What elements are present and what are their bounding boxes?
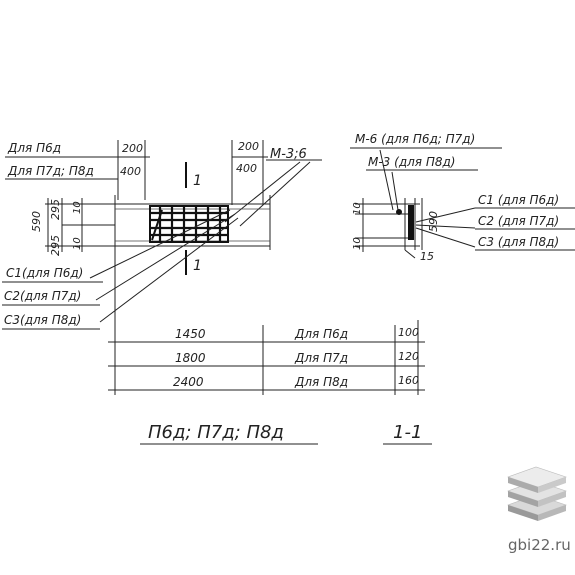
c1-label-right: С1 (для П6д): [478, 193, 559, 207]
row-for-p6d: Для П6д: [294, 327, 348, 341]
length-dimensions: 1450 1800 2400 Для П6д Для П7д Для П8д 1…: [108, 320, 425, 395]
header-notes-left: Для П6д Для П7д; П8д 200 400: [5, 140, 150, 200]
watermark-text: gbi22.ru: [508, 536, 571, 554]
dim-590-left: 590: [30, 211, 43, 232]
section-mark-bottom: 1: [193, 258, 202, 274]
slab-plan-view: 590 295 295 10 10: [30, 195, 271, 345]
end-160: 160: [398, 374, 419, 387]
length-2400: 2400: [173, 375, 204, 389]
caption-section: 1-1: [393, 422, 422, 443]
section-mark-top: 1: [193, 173, 202, 189]
dim-400-mid: 400: [236, 162, 257, 175]
c2-label-left: С2(для П7д): [4, 289, 81, 303]
length-1450: 1450: [175, 327, 206, 341]
captions: П6д; П7д; П8д 1-1: [140, 422, 432, 445]
dim-400-left: 400: [120, 165, 141, 178]
dim-590-right: 590: [427, 211, 440, 232]
c3-label-left: С3(для П8д): [4, 313, 81, 327]
dim-200-left: 200: [122, 142, 143, 155]
header-notes-middle: 200 400 М-3;6: [224, 140, 322, 227]
dim-10-top-right: 10: [352, 202, 363, 215]
caption-main: П6д; П7д; П8д: [148, 422, 284, 443]
dim-200-mid: 200: [238, 140, 259, 153]
dim-10-bottom-right: 10: [352, 237, 363, 250]
section-view: М-6 (для П6д; П7д) М-3 (для П8д) 10 10 5…: [350, 132, 575, 263]
end-100: 100: [398, 326, 419, 339]
dim-295-bottom: 295: [49, 235, 62, 256]
stacked-slabs-icon: [507, 466, 567, 521]
rebar-mesh: [149, 205, 229, 243]
c2-label-right: С2 (для П7д): [478, 214, 559, 228]
c1-label-left: С1(для П6д): [6, 266, 83, 280]
dim-10-top-left: 10: [72, 201, 83, 214]
section-mark: 1 1: [185, 162, 202, 275]
end-120: 120: [398, 350, 419, 363]
watermark: gbi22.ru: [507, 466, 571, 554]
dim-10-bottom-left: 10: [72, 237, 83, 250]
row-for-p8d: Для П8д: [294, 375, 348, 389]
m3-label: М-3 (для П8д): [368, 155, 455, 169]
length-1800: 1800: [175, 351, 206, 365]
m6-label: М-6 (для П6д; П7д): [355, 132, 475, 146]
dim-295-top: 295: [49, 199, 62, 220]
row-for-p7d: Для П7д: [294, 351, 348, 365]
rebar-labels-left: С1(для П6д) С2(для П7д) С3(для П8д): [2, 266, 103, 330]
note-for-p7d-p8d: Для П7д; П8д: [7, 164, 94, 178]
mesh-m3-6-label: М-3;6: [270, 147, 307, 162]
dim-15: 15: [420, 250, 434, 263]
c3-label-right: С3 (для П8д): [478, 235, 559, 249]
note-for-p6d: Для П6д: [7, 141, 61, 155]
